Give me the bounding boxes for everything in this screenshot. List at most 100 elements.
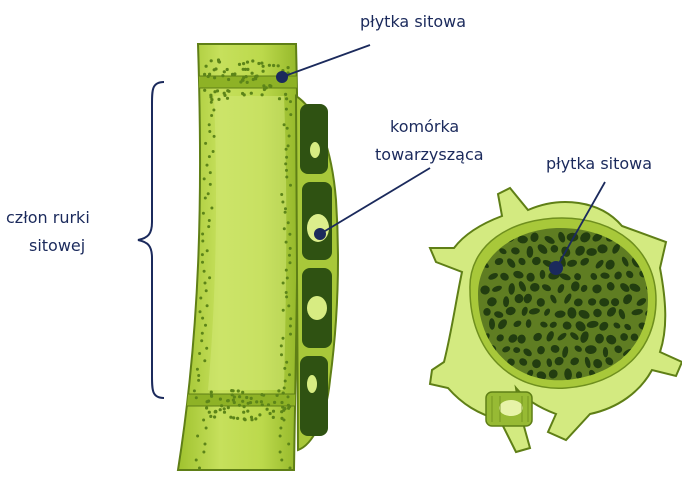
plastid-dot bbox=[199, 297, 202, 300]
plastid-dot bbox=[277, 389, 280, 392]
plastid-dot bbox=[203, 359, 206, 362]
sieve-plate-band-top bbox=[150, 76, 350, 88]
plastid-dot bbox=[202, 212, 205, 215]
plastid-dot bbox=[251, 59, 254, 62]
plastid-dot bbox=[268, 84, 271, 87]
plastid-dot bbox=[250, 418, 253, 421]
plastid-dot bbox=[243, 405, 246, 408]
plastid-dot bbox=[283, 407, 286, 410]
plastid-dot bbox=[281, 201, 284, 204]
plastid-dot bbox=[276, 394, 279, 397]
companion-segment-1 bbox=[300, 104, 328, 174]
leader-dot-top bbox=[276, 71, 288, 83]
plastid-dot bbox=[285, 291, 288, 294]
plastid-dot bbox=[289, 325, 292, 328]
plastid-dot bbox=[245, 75, 248, 78]
plastid-dot bbox=[285, 241, 288, 244]
plastid-dot bbox=[212, 109, 215, 112]
label-member-line1: człon rurki bbox=[6, 207, 90, 228]
plastid-dot bbox=[201, 233, 204, 236]
plastid-dot bbox=[237, 389, 240, 392]
plastid-dot bbox=[231, 393, 234, 396]
plastid-dot bbox=[280, 410, 283, 413]
plastid-dot bbox=[201, 253, 204, 256]
plastid-dot bbox=[283, 387, 286, 390]
plastid-dot bbox=[205, 427, 208, 430]
plastid-dot bbox=[204, 282, 207, 285]
plastid-dot bbox=[198, 467, 201, 470]
plastid-dot bbox=[206, 249, 209, 252]
plastid-dot bbox=[195, 459, 198, 462]
plastid-dot bbox=[197, 379, 200, 382]
plastid-dot bbox=[193, 389, 196, 392]
plastid-dot bbox=[219, 398, 222, 401]
plastid-dot bbox=[207, 192, 210, 195]
plastid-dot bbox=[227, 78, 230, 81]
plastid-dot bbox=[289, 333, 292, 336]
plastid-dot bbox=[214, 67, 217, 70]
plastid-dot bbox=[209, 415, 212, 418]
plastid-dot bbox=[265, 86, 268, 89]
plastid-dot bbox=[210, 59, 213, 62]
companion-segment-4 bbox=[300, 356, 328, 436]
plastid-dot bbox=[232, 416, 235, 419]
plastid-dot bbox=[288, 135, 291, 138]
plastid-dot bbox=[287, 144, 290, 147]
plastid-dot bbox=[236, 417, 239, 420]
plastid-dot bbox=[250, 397, 253, 400]
plastid-dot bbox=[238, 63, 241, 66]
plastid-dot bbox=[209, 183, 212, 186]
plastid-dot bbox=[203, 89, 206, 92]
plastid-dot bbox=[246, 410, 249, 413]
plastid-dot bbox=[283, 367, 286, 370]
plastid-dot bbox=[204, 142, 207, 145]
label-companion-cell-line2: towarzysząca bbox=[375, 144, 484, 165]
plastid-dot bbox=[286, 277, 289, 280]
plastid-dot bbox=[285, 108, 288, 111]
plastid-dot bbox=[204, 443, 207, 446]
plastid-dot bbox=[280, 459, 283, 462]
plastid-dot bbox=[208, 73, 211, 76]
plastid-dot bbox=[226, 89, 229, 92]
plastid-dot bbox=[287, 221, 290, 224]
plastid-dot bbox=[208, 219, 211, 222]
plastid-dot bbox=[285, 148, 288, 151]
plastid-dot bbox=[213, 415, 216, 418]
plastid-dot bbox=[289, 467, 292, 470]
label-member-line2: sitowej bbox=[29, 235, 85, 256]
plastid-dot bbox=[238, 395, 241, 398]
plastid-dot bbox=[200, 339, 203, 342]
plastid-dot bbox=[227, 406, 230, 409]
plastid-dot bbox=[223, 407, 226, 410]
plastid-dot bbox=[198, 352, 201, 355]
plastid-dot bbox=[244, 68, 247, 71]
companion-vacuole-1 bbox=[310, 142, 320, 158]
plastid-dot bbox=[201, 240, 204, 243]
plastid-dot bbox=[204, 324, 207, 327]
plastid-dot bbox=[282, 309, 285, 312]
companion-vacuole-3 bbox=[307, 375, 317, 393]
label-right-sieve-plate: płytka sitowa bbox=[546, 153, 652, 174]
plastid-dot bbox=[204, 197, 207, 200]
plastid-dot bbox=[284, 380, 287, 383]
label-top-sieve-plate: płytka sitowa bbox=[360, 11, 466, 32]
plastid-dot bbox=[260, 62, 263, 65]
plastid-dot bbox=[280, 401, 283, 404]
plastid-dot bbox=[289, 100, 292, 103]
cross-companion-cell bbox=[486, 392, 532, 426]
plastid-dot bbox=[244, 418, 247, 421]
plastid-dot bbox=[203, 177, 206, 180]
plastid-dot bbox=[262, 394, 265, 397]
cross-section bbox=[430, 188, 682, 452]
plastid-dot bbox=[238, 404, 241, 407]
plastid-dot bbox=[213, 135, 216, 138]
plastid-dot bbox=[287, 443, 290, 446]
plastid-dot bbox=[208, 155, 211, 158]
plastid-dot bbox=[282, 337, 285, 340]
plastid-dot bbox=[279, 427, 282, 430]
plastid-dot bbox=[247, 402, 250, 405]
plastid-dot bbox=[208, 411, 211, 414]
plastid-dot bbox=[197, 374, 200, 377]
plastid-dot bbox=[205, 347, 208, 350]
